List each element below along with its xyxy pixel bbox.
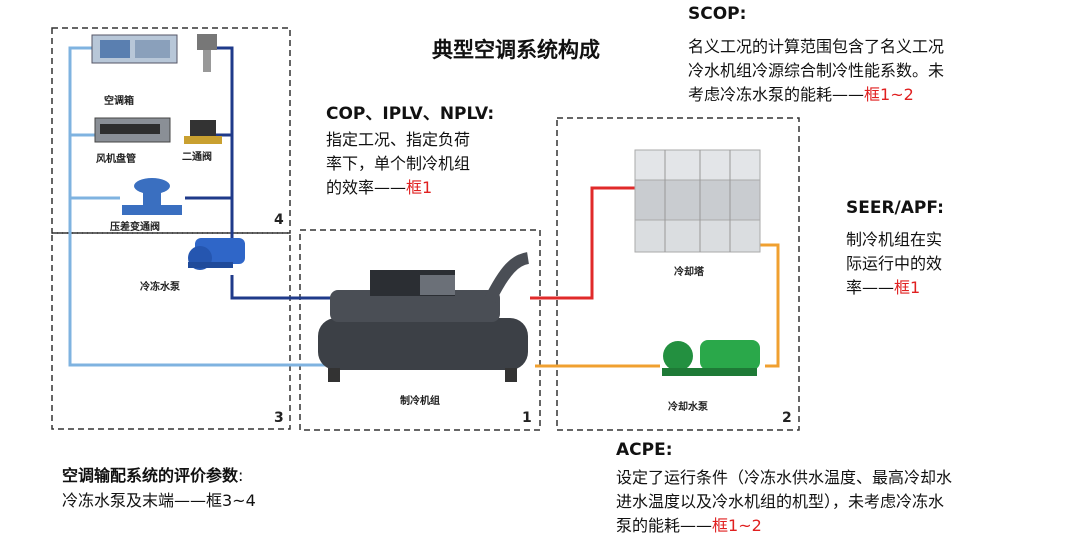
acpe-line-2: 进水温度以及冷水机组的机型），未考虑冷冻水 [616, 492, 945, 511]
scop-ref: 框1~2 [864, 85, 914, 104]
distribution-line: 冷冻水泵及末端——框3~4 [62, 491, 256, 510]
cop-heading: COP、IPLV、NPLV: [326, 104, 495, 124]
distribution-heading-row: 空调输配系统的评价参数: [62, 462, 243, 486]
box-2 [556, 117, 800, 431]
fan-coil-icon [94, 117, 171, 143]
condenser-supply-pipe [530, 186, 635, 300]
page-title: 典型空调系统构成 [432, 38, 600, 62]
box-3 [51, 232, 291, 430]
acpe-line-3-text: 泵的能耗—— [616, 516, 713, 535]
actuator-valve-icon [197, 34, 217, 72]
acpe-line-3: 泵的能耗——框1~2 [616, 514, 1076, 538]
seer-line-1: 制冷机组在实 [846, 230, 943, 249]
seer-line-2: 际运行中的效 [846, 254, 943, 273]
box-number-3: 3 [274, 410, 284, 426]
acpe-text: 设定了运行条件（冷冻水供水温度、最高冷却水 进水温度以及冷水机组的机型），未考虑… [616, 466, 1076, 538]
label-chiller: 制冷机组 [400, 396, 440, 407]
differential-pressure-valve-icon [122, 178, 182, 215]
two-way-valve-icon [184, 120, 222, 144]
label-fcu: 风机盘管 [96, 154, 136, 165]
acpe-ref: 框1~2 [712, 516, 762, 535]
seer-line-3: 率——框1 [846, 276, 996, 300]
seer-line-3-text: 率—— [846, 278, 895, 297]
scop-line-1: 名义工况的计算范围包含了名义工况 [688, 37, 945, 56]
cooling-tower-icon [634, 149, 761, 253]
cop-line-3-text: 的效率—— [326, 178, 407, 197]
box-number-1: 1 [522, 410, 532, 426]
cop-text: 指定工况、指定负荷 率下，单个制冷机组 的效率——框1 [326, 128, 546, 200]
label-tower: 冷却塔 [674, 267, 704, 278]
cop-line-3: 的效率——框1 [326, 176, 546, 200]
box-1 [299, 229, 541, 431]
label-ahu: 空调箱 [104, 96, 134, 107]
chilled-supply-pipe [185, 46, 340, 300]
acpe-line-1: 设定了运行条件（冷冻水供水温度、最高冷却水 [616, 468, 953, 487]
distribution-heading: 空调输配系统的评价参数 [62, 466, 239, 485]
box-number-4: 4 [274, 212, 284, 228]
label-cw-pump: 冷却水泵 [668, 402, 708, 413]
scop-line-3-text: 考虑冷冻水泵的能耗—— [688, 85, 865, 104]
air-handling-unit-icon [91, 34, 178, 64]
cop-line-1: 指定工况、指定负荷 [326, 130, 471, 149]
seer-heading: SEER/APF: [846, 198, 944, 218]
scop-line-3: 考虑冷冻水泵的能耗——框1~2 [688, 83, 1068, 107]
scop-heading: SCOP: [688, 4, 747, 24]
seer-text: 制冷机组在实 际运行中的效 率——框1 [846, 228, 996, 300]
seer-ref: 框1 [894, 278, 921, 297]
scop-text: 名义工况的计算范围包含了名义工况 冷水机组冷源综合制冷性能系数。未 考虑冷冻水泵… [688, 35, 1068, 107]
label-chw-pump: 冷冻水泵 [140, 282, 180, 293]
cop-ref: 框1 [406, 178, 433, 197]
box-number-2: 2 [782, 410, 792, 426]
label-dp-valve: 压差变通阀 [110, 222, 160, 233]
scop-line-2: 冷水机组冷源综合制冷性能系数。未 [688, 61, 945, 80]
label-two-way-valve: 二通阀 [182, 152, 212, 163]
cop-line-2: 率下，单个制冷机组 [326, 154, 471, 173]
chiller-icon [318, 252, 530, 382]
box-4 [51, 27, 291, 234]
acpe-heading: ACPE: [616, 440, 673, 460]
chilled-water-pump-icon [188, 238, 245, 270]
condenser-water-pump-icon [662, 340, 760, 376]
condenser-return-pipe [535, 243, 780, 368]
distribution-colon: : [238, 466, 244, 485]
